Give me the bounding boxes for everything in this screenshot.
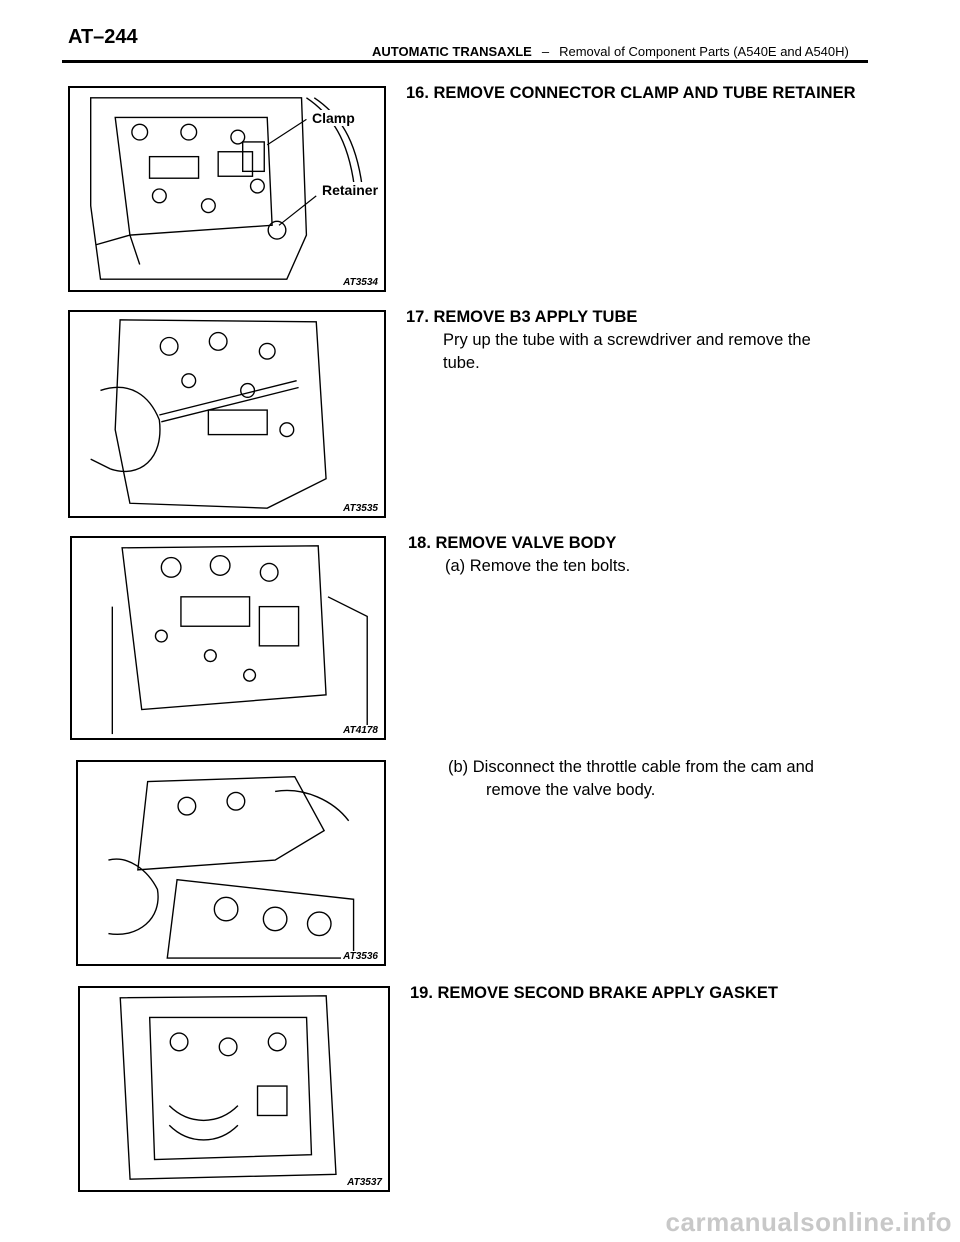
header-rule	[62, 60, 868, 63]
figure-code: AT4178	[341, 725, 380, 736]
subsection-title: Removal of Component Parts (A540E and A5…	[559, 44, 849, 59]
step-17-text-line1: Pry up the tube with a screwdriver and r…	[443, 331, 811, 349]
header-separator: –	[541, 44, 550, 59]
valve-body-bolts-illustration	[111, 545, 368, 735]
step-16: 16. REMOVE CONNECTOR CLAMP AND TUBE RETA…	[406, 82, 856, 105]
figure-code: AT3535	[341, 503, 380, 514]
step-16-title: 16. REMOVE CONNECTOR CLAMP AND TUBE RETA…	[406, 84, 856, 102]
page-number: AT–244	[68, 26, 138, 48]
gasket-illustration	[119, 995, 337, 1180]
figure-brake-apply-gasket: AT3537	[78, 986, 390, 1192]
watermark: carmanualsonline.info	[665, 1207, 952, 1237]
step-18-substep-b: (b) Disconnect the throttle cable from t…	[448, 756, 814, 802]
screwdriver-illustration	[90, 319, 327, 509]
figure-code: AT3534	[341, 277, 380, 288]
step-18-substep-b-line1: (b) Disconnect the throttle cable from t…	[448, 758, 814, 776]
step-18: 18. REMOVE VALVE BODY (a) Remove the ten…	[408, 532, 630, 578]
section-title: AUTOMATIC TRANSAXLE	[372, 44, 532, 59]
figure-clamp-retainer: Clamp Retainer AT3534	[68, 86, 386, 292]
figure-code: AT3537	[345, 1177, 384, 1188]
callout-retainer: Retainer	[320, 182, 381, 198]
step-18-substep-a: (a) Remove the ten bolts.	[445, 557, 631, 575]
step-18-substep-b-line2: remove the valve body.	[486, 781, 656, 799]
figure-b3-apply-tube: AT3535	[68, 310, 386, 518]
step-19: 19. REMOVE SECOND BRAKE APPLY GASKET	[410, 982, 778, 1005]
step-19-title: 19. REMOVE SECOND BRAKE APPLY GASKET	[410, 984, 778, 1002]
step-17: 17. REMOVE B3 APPLY TUBE Pry up the tube…	[406, 306, 811, 375]
step-17-text-line2: tube.	[443, 354, 480, 372]
figure-throttle-cable: AT3536	[76, 760, 386, 966]
step-17-title: 17. REMOVE B3 APPLY TUBE	[406, 308, 638, 326]
step-18-title: 18. REMOVE VALVE BODY	[408, 534, 617, 552]
valve-body-illustration	[90, 97, 364, 280]
running-header: AUTOMATIC TRANSAXLE–Removal of Component…	[372, 44, 849, 59]
figure-code: AT3536	[341, 951, 380, 962]
throttle-cable-illustration	[108, 776, 355, 959]
figure-valve-body-bolts: AT4178	[70, 536, 386, 740]
callout-clamp: Clamp	[310, 110, 357, 126]
